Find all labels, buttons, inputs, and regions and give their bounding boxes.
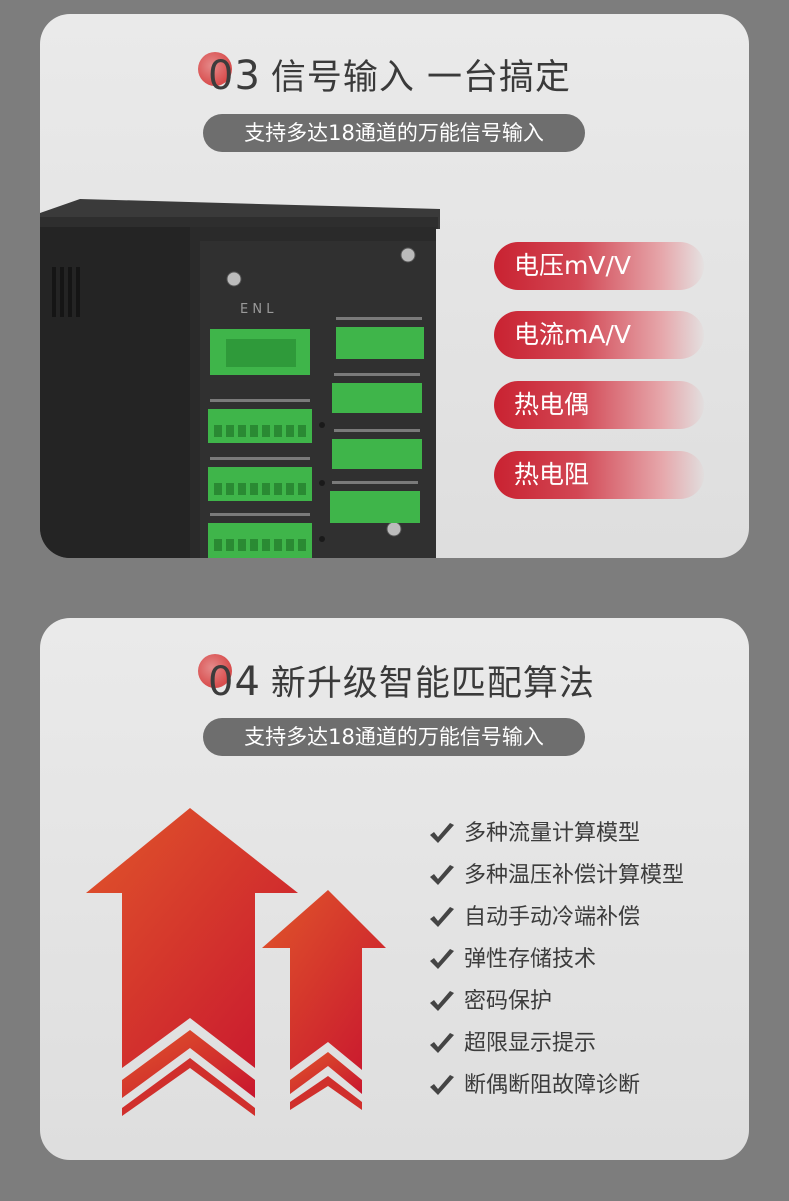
section-title-text: 信号输入 一台搞定: [270, 58, 572, 98]
feature-text: 自动手动冷端补偿: [464, 905, 641, 930]
feature-text: 弹性存储技术: [464, 947, 597, 972]
check-icon: [430, 949, 454, 969]
title-accent-dot: [198, 654, 232, 688]
feature-text: 多种流量计算模型: [464, 821, 641, 846]
list-item: 超限显示提示: [428, 1023, 684, 1065]
feature-text: 超限显示提示: [464, 1031, 597, 1056]
check-icon: [430, 991, 454, 1011]
panel-label: E N L: [240, 302, 274, 317]
list-item: 自动手动冷端补偿: [428, 897, 684, 939]
list-item: 多种温压补偿计算模型: [428, 855, 684, 897]
feature-text: 断偶断阻故障诊断: [464, 1073, 641, 1098]
controller-device-illustration: E N L: [40, 199, 440, 558]
section-title-text: 新升级智能匹配算法: [270, 664, 595, 704]
check-icon: [430, 1033, 454, 1053]
list-item: 弹性存储技术: [428, 939, 684, 981]
list-item: 多种流量计算模型: [428, 813, 684, 855]
feature-text: 密码保护: [464, 989, 553, 1014]
section-subtitle: 支持多达18通道的万能信号输入: [203, 718, 585, 756]
list-item: 断偶断阻故障诊断: [428, 1065, 684, 1107]
check-icon: [430, 823, 454, 843]
list-item: 密码保护: [428, 981, 684, 1023]
upgrade-arrows-illustration: [86, 808, 386, 1116]
signal-type-current: 电流mA/V: [494, 311, 704, 359]
check-icon: [430, 907, 454, 927]
title-accent-dot: [198, 52, 232, 86]
signal-type-rtd: 热电阻: [494, 451, 704, 499]
check-icon: [430, 865, 454, 885]
section-number: 03: [208, 53, 261, 99]
feature-text: 多种温压补偿计算模型: [464, 863, 685, 888]
section-subtitle: 支持多达18通道的万能信号输入: [203, 114, 585, 152]
signal-type-voltage: 电压mV/V: [494, 242, 704, 290]
feature-list: 多种流量计算模型 多种温压补偿计算模型 自动手动冷端补偿 弹性存储技术 密码保护…: [428, 813, 684, 1107]
check-icon: [430, 1075, 454, 1095]
section-number: 04: [208, 659, 261, 705]
signal-type-thermocouple: 热电偶: [494, 381, 704, 429]
